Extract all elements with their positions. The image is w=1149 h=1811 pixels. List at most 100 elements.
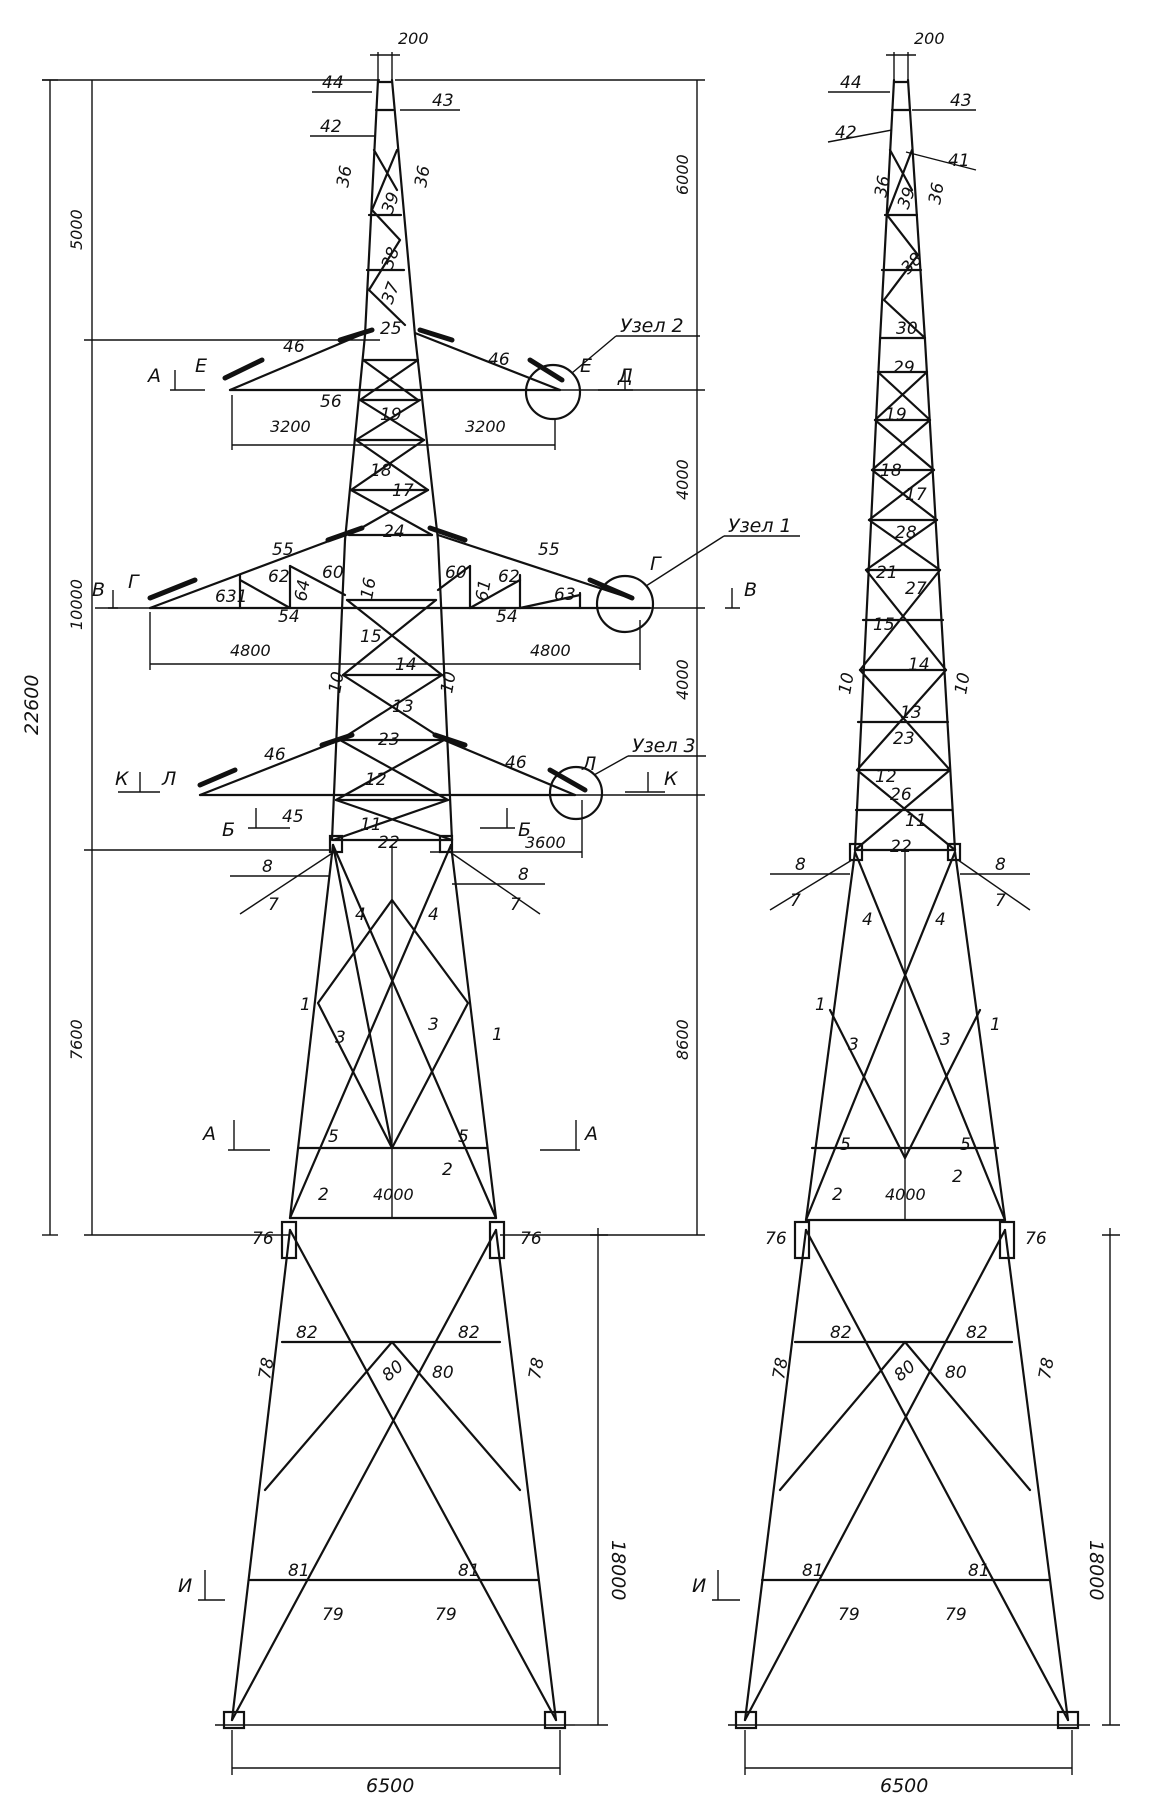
member-number-label: 23 — [378, 730, 400, 750]
section-mark-label: В — [744, 579, 757, 601]
member-number-label: 22 — [378, 833, 400, 853]
dim-arm-3600: 3600 — [525, 833, 566, 852]
section-mark-label: Л — [161, 768, 176, 790]
member-number-label: 4 — [355, 905, 366, 925]
member-number-label: 23 — [893, 729, 915, 749]
section-mark-label: Д — [617, 365, 633, 387]
member-number-label: 80 — [945, 1363, 967, 1383]
member-number-label: 43 — [432, 91, 454, 111]
member-number-label: 1 — [990, 1015, 1001, 1035]
member-number-label: 3 — [335, 1028, 346, 1048]
member-number-label: 18 — [370, 461, 392, 481]
member-number-label: 1 — [492, 1025, 503, 1045]
member-number-label: 78 — [769, 1356, 792, 1381]
member-number-label: 55 — [538, 540, 560, 560]
member-number-label: 60 — [322, 563, 344, 583]
left-tower: 200 — [21, 29, 800, 1797]
member-number-label: 13 — [900, 703, 922, 723]
member-number-label: 62 — [498, 567, 520, 587]
member-number-label: 81 — [968, 1561, 990, 1581]
member-number-label: 82 — [458, 1323, 480, 1343]
member-number-label: 15 — [360, 627, 382, 647]
member-number-label: 15 — [873, 615, 895, 635]
member-number-label: 7 — [268, 895, 279, 915]
member-number-label: 7 — [510, 895, 521, 915]
member-number-label: 78 — [1035, 1356, 1058, 1381]
member-number-label: 61 — [472, 578, 495, 603]
member-number-label: 12 — [875, 767, 897, 787]
section-mark-label: Б — [222, 819, 235, 841]
member-number-label: 82 — [296, 1323, 318, 1343]
member-number-label: 631 — [215, 587, 247, 607]
member-number-label: 17 — [392, 481, 414, 501]
member-number-label: 7 — [995, 891, 1006, 911]
section-mark-label: К — [664, 768, 679, 790]
section-mark-label: Г — [128, 571, 140, 593]
dim-total-height: 22600 — [21, 675, 43, 735]
member-number-label: 46 — [505, 753, 527, 773]
member-number-label: 76 — [252, 1229, 274, 1249]
member-number-label: 39 — [378, 190, 404, 217]
member-number-label: 5 — [458, 1127, 469, 1147]
member-number-label: 79 — [945, 1605, 967, 1625]
member-number-label: 36 — [333, 164, 356, 189]
dim-arm-4800-left: 4800 — [230, 641, 271, 660]
member-number-label: 80 — [432, 1363, 454, 1383]
section-mark-label: В — [92, 579, 105, 601]
member-number-label: 5 — [960, 1135, 971, 1155]
dim-base-height: 18000 — [607, 1540, 629, 1600]
member-number-label: 2 — [952, 1167, 963, 1187]
member-number-label: 80 — [378, 1357, 407, 1386]
dim-left-7600: 7600 — [67, 1019, 86, 1060]
member-number-label: 45 — [282, 807, 304, 827]
dim-arm-3200-right: 3200 — [465, 417, 506, 436]
dim-mid-4000: 4000 — [373, 1185, 414, 1204]
member-number-label: 79 — [322, 1605, 344, 1625]
member-number-label: 10 — [437, 670, 460, 695]
member-number-label: 19 — [885, 405, 907, 425]
member-number-label: 81 — [288, 1561, 310, 1581]
member-number-label: 29 — [893, 358, 915, 378]
member-number-label: 62 — [268, 567, 290, 587]
member-number-label: 2 — [832, 1185, 843, 1205]
member-number-label: 1 — [815, 995, 826, 1015]
member-number-label: 46 — [283, 337, 305, 357]
rt-dim-base-height: 18000 — [1085, 1540, 1107, 1600]
member-number-label: 78 — [255, 1356, 278, 1381]
rt-dim-base-width: 6500 — [880, 1775, 928, 1797]
node1-label: Узел 1 — [728, 515, 792, 537]
dim-right-4000b: 4000 — [673, 659, 692, 700]
member-number-label: 42 — [320, 117, 342, 137]
left-member-labels: 44 43 42 36 36 39 38 37 25 46 46 56 19 1… — [215, 73, 576, 1625]
rt-dim-top-width: 200 — [914, 29, 945, 48]
right-member-labels: 44 43 42 41 36 36 39 38 30 29 19 18 17 2… — [765, 73, 1059, 1625]
member-number-label: 46 — [488, 350, 510, 370]
member-number-label: 11 — [905, 811, 927, 831]
member-number-label: 43 — [950, 91, 972, 111]
member-number-label: 4 — [428, 905, 439, 925]
section-mark-label: Е — [580, 355, 592, 377]
member-number-label: 21 — [876, 563, 898, 583]
member-number-label: 13 — [392, 697, 414, 717]
section-mark-label: Б — [518, 819, 531, 841]
member-number-label: 55 — [272, 540, 294, 560]
member-number-label: 76 — [765, 1229, 787, 1249]
member-number-label: 16 — [357, 576, 380, 601]
right-tower: 200 6500 18000 — [692, 29, 1120, 1797]
member-number-label: 4 — [862, 910, 873, 930]
section-mark-label: Л — [581, 753, 596, 775]
member-number-label: 76 — [520, 1229, 542, 1249]
member-number-label: 3 — [848, 1035, 859, 1055]
member-number-label: 82 — [966, 1323, 988, 1343]
member-number-label: 2 — [318, 1185, 329, 1205]
member-number-label: 80 — [890, 1357, 919, 1386]
member-number-label: 3 — [428, 1015, 439, 1035]
member-number-label: 10 — [951, 671, 974, 696]
dim-base-width: 6500 — [366, 1775, 414, 1797]
node3-label: Узел 3 — [632, 735, 696, 757]
member-number-label: 8 — [518, 865, 529, 885]
member-number-label: 78 — [525, 1356, 548, 1381]
member-number-label: 41 — [948, 151, 970, 171]
rt-dim-mid-4000: 4000 — [885, 1185, 926, 1204]
